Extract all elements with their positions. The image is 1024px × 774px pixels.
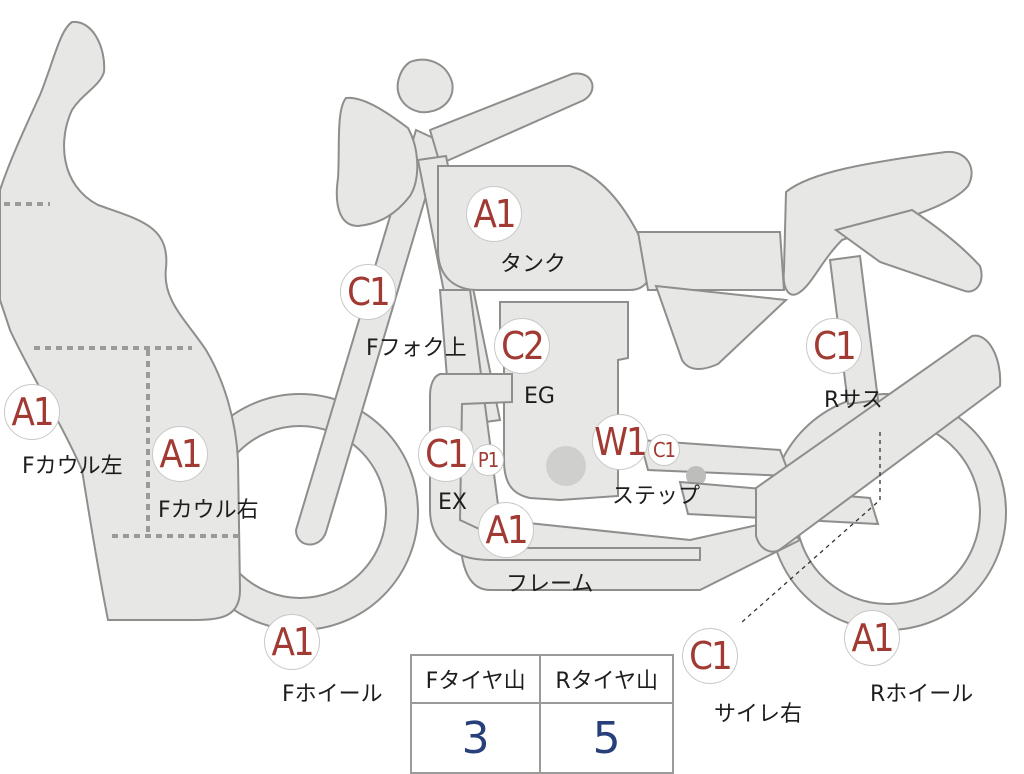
- f-wheel-label: Fホイール: [282, 682, 383, 707]
- frame-code: A1: [478, 502, 534, 558]
- f-wheel-code: A1: [264, 614, 320, 670]
- f-fork-upper-code: C1: [340, 264, 396, 320]
- muffler-shape: [755, 334, 1002, 553]
- r-suspension-label: Rサス: [824, 388, 883, 413]
- front-tire-header: Fタイヤ山: [409, 654, 542, 704]
- f-fork-upper-label: Fフォク上: [366, 336, 467, 361]
- r-wheel-label: Rホイール: [870, 682, 974, 707]
- step-w-code: W1: [592, 414, 648, 470]
- tire-tread-table: Fタイヤ山 Rタイヤ山 3 5: [409, 654, 674, 774]
- rear-tire-value: 5: [539, 702, 674, 774]
- headlight-shape: [335, 96, 419, 228]
- mirror-shape: [396, 58, 454, 114]
- exhaust-shape: [429, 373, 701, 561]
- front-fork-shape: [294, 128, 444, 546]
- step-label: ステップ: [612, 484, 701, 509]
- front-tire-value: 3: [409, 702, 542, 774]
- frame-label: フレーム: [506, 572, 594, 597]
- step-c-code: C1: [648, 434, 680, 466]
- engine-code: C2: [494, 318, 550, 374]
- front-cowl-shape: [0, 20, 242, 621]
- handlebar-shape: [428, 72, 594, 166]
- f-cowl-right-label: Fカウル右: [158, 498, 259, 523]
- exhaust-small-code: P1: [472, 444, 504, 476]
- tank-code: A1: [466, 186, 522, 242]
- rear-tire-header: Rタイヤ山: [539, 654, 674, 704]
- muffler-right-code: C1: [682, 628, 738, 684]
- tank-label: タンク: [500, 252, 567, 277]
- f-cowl-left-label: Fカウル左: [22, 454, 123, 479]
- engine-label: EG: [524, 384, 555, 409]
- exhaust-code: C1: [418, 426, 474, 482]
- r-suspension-code: C1: [806, 318, 862, 374]
- exhaust-label: EX: [438, 490, 467, 515]
- muffler-right-label: サイレ右: [714, 702, 803, 727]
- f-cowl-right-code: A1: [152, 426, 208, 482]
- f-cowl-left-code: A1: [4, 384, 60, 440]
- r-wheel-code: A1: [844, 610, 900, 666]
